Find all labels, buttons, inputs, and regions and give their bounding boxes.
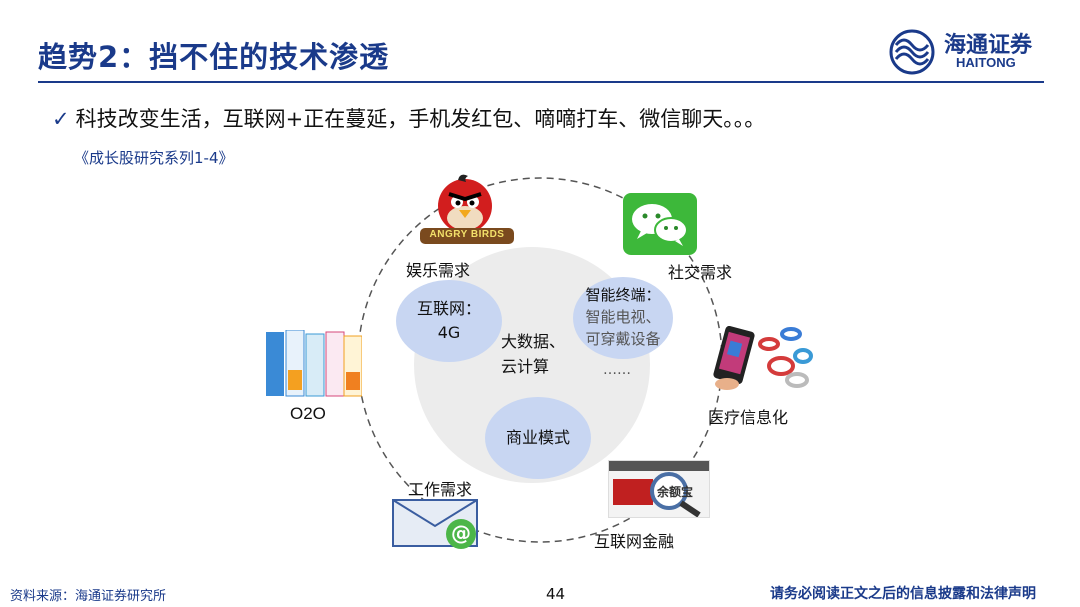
logo-english-name: HAITONG <box>956 55 1016 70</box>
4g-label: 4G <box>437 323 461 342</box>
wechat-icon <box>632 204 688 246</box>
angry-birds-image: ANGRY BIRDS <box>418 172 516 246</box>
o2o-apps-icon <box>266 329 363 397</box>
slide-title: 趋势2：挡不住的技术渗透 <box>38 40 390 74</box>
email-envelope-icon: @ <box>392 499 478 549</box>
social-label: 社交需求 <box>668 263 733 282</box>
yuebao-text: 余额宝 <box>657 485 694 499</box>
angry-bird-icon <box>420 174 514 244</box>
medical-wearables-image <box>707 325 813 396</box>
terminal-ellipsis: …… <box>603 362 631 378</box>
wechat-image <box>623 193 697 255</box>
wearable-label: 可穿戴设备 <box>585 329 661 348</box>
svg-text:@: @ <box>451 521 471 545</box>
smart-terminal-title: 智能终端： <box>585 286 661 305</box>
disclaimer: 请务必阅读正文之后的信息披露和法律声明 <box>770 586 1036 602</box>
internet-label: 互联网： <box>416 299 481 318</box>
email-image: @ <box>391 496 489 552</box>
angry-birds-logo-text: ANGRY BIRDS <box>429 229 505 240</box>
source-note: 资料来源：海通证券研究所 <box>10 589 167 604</box>
medical-label: 医疗信息化 <box>708 408 789 427</box>
finance-label: 互联网金融 <box>594 532 675 551</box>
entertainment-label: 娱乐需求 <box>406 261 471 280</box>
cloud-label: 云计算 <box>501 356 550 376</box>
yuebao-image: 余额宝 <box>608 460 710 518</box>
logo-chinese-name: 海通证券 <box>944 32 1033 58</box>
page-number: 44 <box>546 585 566 603</box>
business-model-bubble: 商业模式 <box>485 397 591 479</box>
series-reference: 《成长股研究系列1-4》 <box>74 149 234 167</box>
o2o-image <box>266 329 363 398</box>
magnifier-icon <box>609 461 709 518</box>
haitong-logo <box>888 28 936 76</box>
header-rule <box>38 81 1044 83</box>
bigdata-label: 大数据、 <box>501 332 566 351</box>
smart-tv-label: 智能电视、 <box>585 308 661 327</box>
bigdata-cloud-label: 大数据、 云计算 <box>501 330 565 380</box>
haitong-emblem-icon <box>889 29 935 75</box>
work-label: 工作需求 <box>408 480 473 499</box>
smart-terminal-bubble: 智能终端： 智能电视、 可穿戴设备 <box>573 277 673 359</box>
bullet-text: 科技改变生活，互联网+正在蔓延，手机发红包、嘀嘀打车、微信聊天。。。 <box>75 107 766 131</box>
internet-4g-bubble: 互联网： 4G <box>396 280 502 362</box>
bullet-point: ✓科技改变生活，互联网+正在蔓延，手机发红包、嘀嘀打车、微信聊天。。。 <box>52 103 765 133</box>
checkmark-icon: ✓ <box>52 107 70 131</box>
o2o-label: O2O <box>290 404 326 423</box>
business-model-label: 商业模式 <box>505 428 570 447</box>
smartphone-wristband-icon <box>713 325 813 390</box>
